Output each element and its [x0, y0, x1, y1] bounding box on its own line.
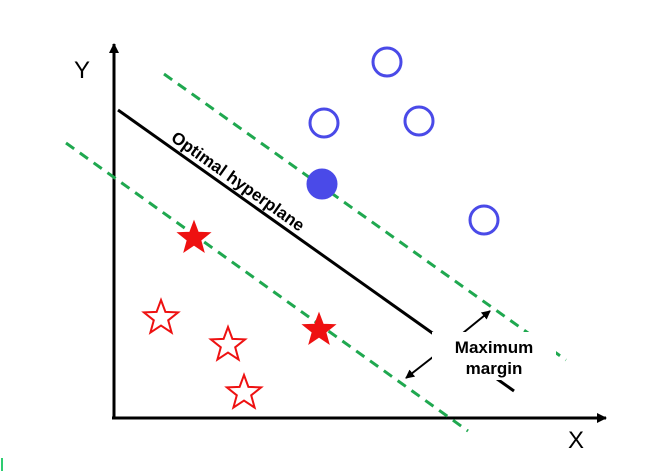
circle-icon	[308, 107, 340, 139]
support-vector-star-icon	[301, 311, 337, 345]
y-axis-label: Y	[74, 57, 90, 84]
margin-label-line2: margin	[466, 359, 523, 378]
margin-label-line1: Maximum	[455, 338, 533, 357]
star-icon	[208, 324, 248, 362]
x-axis-label: X	[568, 427, 584, 454]
star-points	[141, 219, 337, 410]
star-icon	[224, 372, 264, 410]
hyperplane-label: Optimal hyperplane	[168, 128, 308, 235]
support-vector-star-icon	[176, 219, 212, 253]
circle-icon	[371, 46, 403, 78]
circle-icon	[403, 105, 435, 137]
lower-margin-line	[65, 141, 469, 433]
support-vector-circle-icon	[306, 168, 338, 200]
margin-label-bg	[432, 332, 556, 380]
upper-margin-line	[163, 72, 567, 362]
circle-icon	[468, 204, 500, 236]
star-icon	[141, 297, 181, 335]
